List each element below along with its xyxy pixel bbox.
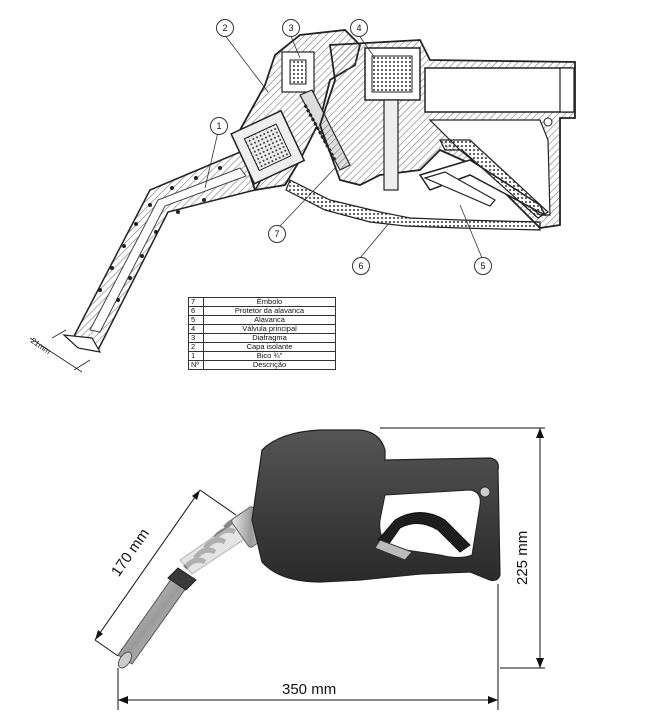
spout-diameter-dimension	[29, 329, 91, 373]
callout-4: 4	[350, 19, 368, 37]
callout-7: 7	[268, 225, 286, 243]
callout-3: 3	[282, 19, 300, 37]
callout-1: 1	[210, 117, 228, 135]
callout-leaders	[204, 33, 483, 259]
width-label: 350 mm	[282, 681, 337, 698]
section-drawing	[62, 29, 576, 353]
lever-section	[418, 159, 547, 217]
callout-2: 2	[216, 19, 234, 37]
header-num: Nº	[188, 360, 204, 370]
callout-5: 5	[474, 257, 492, 275]
lever-guard-section	[285, 179, 541, 231]
height-label: 225 mm	[514, 530, 531, 585]
header-desc: Descrição	[203, 360, 336, 370]
callout-6: 6	[352, 257, 370, 275]
spout-spring	[98, 166, 222, 302]
